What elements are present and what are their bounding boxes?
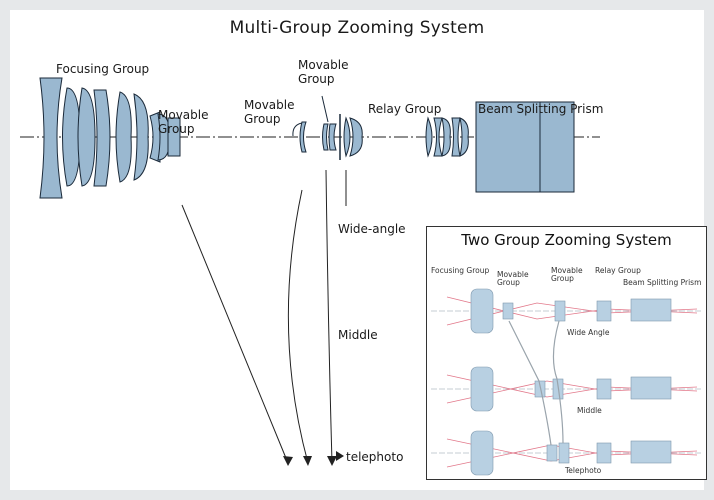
relay-front-lenses — [343, 116, 363, 158]
movable-group-2-lens — [299, 121, 307, 153]
label-movable-group-1: Movable Group — [158, 108, 208, 136]
lens-f6 — [133, 93, 149, 181]
lens-m1b — [157, 113, 171, 161]
arrowhead-2 — [303, 456, 312, 466]
inset-relay-3 — [596, 442, 612, 464]
lens-m3b — [328, 123, 337, 151]
lens-rg4 — [451, 117, 461, 157]
trajectory-arrowheads — [283, 451, 344, 466]
arrowhead-4 — [336, 451, 344, 461]
label-movable-group-2-line1: Movable — [244, 98, 295, 112]
label-wide-angle: Wide-angle — [338, 222, 406, 236]
lens-m3a — [322, 123, 329, 151]
trajectory-1 — [181, 204, 289, 464]
inset-movable-a-3 — [546, 444, 558, 462]
lens-f4 — [93, 89, 111, 187]
lens-rg3 — [441, 117, 451, 157]
lens-f3 — [77, 87, 96, 187]
inset-label-wide-angle: Wide Angle — [567, 328, 610, 337]
diagram-canvas: Multi-Group Zooming System Focusing Grou… — [10, 10, 707, 490]
inset-label-beam-splitting-prism: Beam Splitting Prism — [623, 278, 702, 287]
inset-movable-b-1 — [554, 300, 566, 322]
lens-m1a — [149, 111, 161, 163]
arrowhead-1 — [283, 456, 293, 466]
inset-diagram — [431, 288, 702, 476]
movable-group-2-pointer — [292, 122, 303, 137]
inset-row-middle — [431, 366, 702, 412]
inset-path-movable-1 — [508, 320, 552, 446]
inset-prism-1 — [630, 298, 672, 322]
inset-path-movable-2 — [552, 320, 564, 444]
inset-label-movable-group-2-line2: Group — [551, 274, 574, 283]
movable-group-3-lenses — [322, 123, 337, 151]
lens-f1 — [39, 77, 63, 199]
lens-diagram — [20, 77, 600, 466]
inset-title: Two Group Zooming System — [461, 231, 672, 249]
movable-group-1-lenses — [149, 111, 181, 163]
inset-label-movable-group-1: Movable Group — [497, 271, 529, 287]
inset-focusing-lens-2 — [470, 366, 494, 412]
label-movable-group-2: Movable Group — [244, 98, 294, 126]
label-relay-group: Relay Group — [368, 102, 442, 116]
lens-f2 — [62, 87, 81, 187]
inset-relay-1 — [596, 300, 612, 322]
lens-f5 — [115, 91, 132, 183]
inset-label-movable-group-2: Movable Group — [551, 267, 583, 283]
inset-label-movable-group-2-line1: Movable — [551, 266, 583, 275]
inset-prism-2 — [630, 376, 672, 400]
zoom-trajectories — [181, 169, 347, 464]
inset-label-focusing-group: Focusing Group — [431, 266, 490, 275]
label-movable-group-3-line1: Movable — [298, 58, 349, 72]
arrowhead-3 — [327, 456, 337, 466]
inset-two-group-zooming: Two Group Zooming System — [426, 226, 707, 480]
inset-label-telephoto: Telephoto — [565, 466, 602, 475]
label-movable-group-3: Movable Group — [298, 58, 348, 86]
diagram-title: Multi-Group Zooming System — [229, 18, 485, 38]
inset-row-wide — [431, 288, 702, 334]
movable-group-3-pointer — [321, 95, 329, 123]
label-movable-group-3-line2: Group — [298, 72, 335, 86]
label-movable-group-1-line2: Group — [158, 122, 195, 136]
inset-movable-a-2 — [534, 380, 546, 398]
inset-row-tele — [431, 430, 702, 476]
lens-rg1 — [425, 116, 433, 158]
focusing-group-lenses — [39, 77, 149, 199]
trajectory-2 — [287, 189, 309, 464]
inset-focusing-lens-3 — [470, 430, 494, 476]
inset-prism-3 — [630, 440, 672, 464]
inset-movable-b-3 — [558, 442, 570, 464]
inset-label-middle: Middle — [577, 406, 602, 415]
label-movable-group-2-line2: Group — [244, 112, 281, 126]
label-beam-splitting-prism: Beam Splitting Prism — [478, 102, 604, 116]
lens-rg5 — [459, 117, 469, 157]
label-telephoto: telephoto — [346, 450, 404, 464]
inset-label-relay-group: Relay Group — [595, 266, 641, 275]
label-middle: Middle — [338, 328, 378, 342]
inset-focusing-lens-1 — [470, 288, 494, 334]
inset-label-movable-group-1-line1: Movable — [497, 270, 529, 279]
label-focusing-group: Focusing Group — [56, 62, 150, 76]
inset-label-movable-group-1-line2: Group — [497, 278, 520, 287]
beam-splitting-prism — [475, 101, 575, 193]
lens-r1 — [343, 116, 351, 158]
label-movable-group-1-line1: Movable — [158, 108, 209, 122]
inset-relay-2 — [596, 378, 612, 400]
trajectory-3 — [325, 169, 333, 464]
inset-movable-a-1 — [502, 302, 514, 320]
lens-m1c — [167, 117, 181, 157]
lens-r2 — [349, 117, 363, 157]
relay-group-lenses — [425, 116, 469, 158]
